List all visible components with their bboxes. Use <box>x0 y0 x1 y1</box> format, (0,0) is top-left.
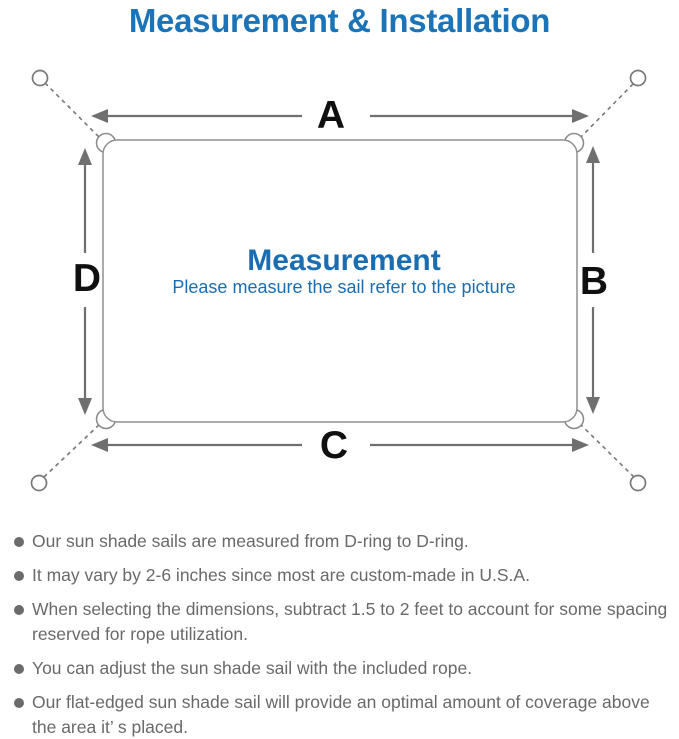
bullet-item: Our sun shade sails are measured from D-… <box>12 529 674 554</box>
anchor-point-circle-bottom-right <box>629 474 647 492</box>
bullet-item: Our flat-edged sun shade sail will provi… <box>12 690 674 739</box>
rope-dashed-line-top-left <box>44 82 102 140</box>
measurement-subtitle: Please measure the sail refer to the pic… <box>172 277 515 297</box>
rope-dashed-line-bottom-left <box>43 422 102 478</box>
dimension-arrow-right <box>586 146 600 414</box>
bullet-text: It may vary by 2-6 inches since most are… <box>32 565 530 585</box>
page-title: Measurement & Installation <box>128 2 551 39</box>
dimension-label-d: D <box>73 257 101 300</box>
bullet-item: You can adjust the sun shade sail with t… <box>12 656 674 681</box>
bullet-dot <box>14 698 24 708</box>
dimension-label-b: B <box>580 260 608 303</box>
bullet-dot <box>14 571 24 581</box>
dimension-arrow-left <box>78 148 92 415</box>
bullet-dot <box>14 537 24 547</box>
anchor-points <box>30 69 647 492</box>
bullet-text: When selecting the dimensions, subtract … <box>32 599 668 644</box>
anchor-point-circle-bottom-left <box>30 474 48 492</box>
measurement-heading: Measurement <box>247 244 440 277</box>
dimension-arrow-bottom <box>91 438 589 452</box>
dimension-label-a: A <box>317 94 345 137</box>
sail-outline <box>102 139 578 423</box>
bullet-item: When selecting the dimensions, subtract … <box>12 597 674 647</box>
bullet-list: Our sun shade sails are measured from D-… <box>12 529 674 739</box>
dimension-arrow-top <box>91 109 589 123</box>
bullet-dot <box>14 605 24 615</box>
rope-dashed-lines <box>43 82 635 478</box>
sail-measurement-diagram: A B C D Measurement Please measure the s… <box>30 69 647 492</box>
rope-dashed-line-bottom-right <box>578 422 635 478</box>
rope-dashed-line-top-right <box>578 83 634 140</box>
bullet-text: Our sun shade sails are measured from D-… <box>32 531 469 551</box>
bullet-dot <box>14 664 24 674</box>
anchor-point-circle-top-left <box>31 69 49 87</box>
bullet-text: Our flat-edged sun shade sail will provi… <box>32 692 650 737</box>
anchor-point-circle-top-right <box>629 69 647 87</box>
bullet-text: You can adjust the sun shade sail with t… <box>32 658 473 678</box>
dimension-label-c: C <box>320 424 348 467</box>
dimension-arrows <box>78 109 600 452</box>
bullet-item: It may vary by 2-6 inches since most are… <box>12 563 674 588</box>
